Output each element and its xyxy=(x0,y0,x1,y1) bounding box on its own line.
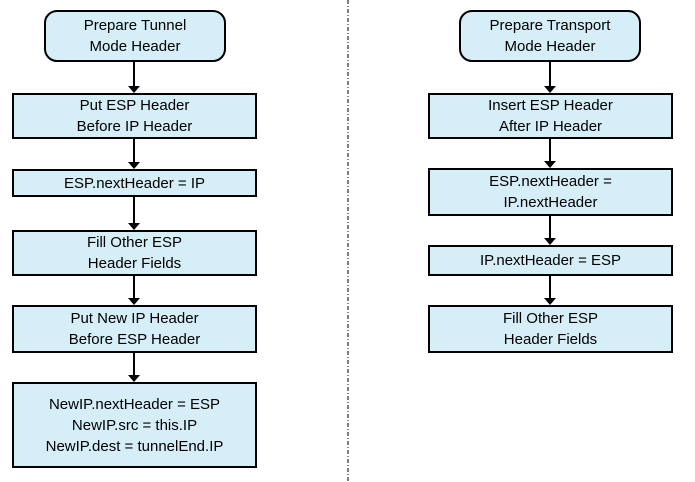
node-text-line: IP.nextHeader xyxy=(503,194,598,211)
node-text-line: Mode Header xyxy=(89,38,181,55)
node-text-line: ESP.nextHeader = IP xyxy=(63,174,206,192)
node-text-line: After IP Header xyxy=(498,118,603,135)
node-text-line: Prepare Transport xyxy=(489,17,611,34)
down-arrow-icon xyxy=(128,139,141,169)
node-text-line: Header Fields xyxy=(87,255,182,272)
transport-step-fill-other-esp: Fill Other ESP Header Fields xyxy=(428,305,673,353)
down-arrow-icon xyxy=(128,276,141,305)
down-arrow-icon xyxy=(544,139,557,168)
node-text-line: NewIP.src = this.IP xyxy=(71,416,198,434)
tunnel-step-newip-assignments: NewIP.nextHeader = ESP NewIP.src = this.… xyxy=(12,382,257,468)
node-text-line: Fill Other ESP xyxy=(86,234,183,251)
down-arrow-icon xyxy=(128,62,141,93)
tunnel-step-fill-other-esp: Fill Other ESP Header Fields xyxy=(12,230,257,276)
node-text-line: Before IP Header xyxy=(76,118,193,135)
transport-terminal-node: Prepare Transport Mode Header xyxy=(459,10,641,62)
down-arrow-icon xyxy=(544,276,557,305)
node-text-line: ESP.nextHeader = xyxy=(489,173,612,190)
tunnel-step-esp-nextheader: ESP.nextHeader = IP xyxy=(12,169,257,197)
tunnel-step-put-new-ip-header: Put New IP Header Before ESP Header xyxy=(12,305,257,353)
transport-step-insert-esp-header: Insert ESP Header After IP Header xyxy=(428,93,673,139)
node-text-line: Fill Other ESP xyxy=(502,310,599,327)
node-text-line: Put New IP Header xyxy=(70,310,199,327)
tunnel-terminal-node: Prepare Tunnel Mode Header xyxy=(44,10,226,62)
node-text-line: NewIP.dest = tunnelEnd.IP xyxy=(45,437,224,455)
down-arrow-icon xyxy=(544,216,557,245)
node-text-line: Mode Header xyxy=(504,38,596,55)
node-text-line: Insert ESP Header xyxy=(488,97,613,114)
transport-step-ip-nextheader: IP.nextHeader = ESP xyxy=(428,245,673,276)
node-text-line: Prepare Tunnel xyxy=(83,17,187,34)
node-text-line: Header Fields xyxy=(503,331,598,348)
down-arrow-icon xyxy=(128,353,141,382)
node-text-line: Put ESP Header xyxy=(79,97,190,114)
node-text-line: IP.nextHeader = ESP xyxy=(479,252,622,269)
tunnel-step-put-esp-header: Put ESP Header Before IP Header xyxy=(12,93,257,139)
transport-step-esp-nextheader: ESP.nextHeader = IP.nextHeader xyxy=(428,168,673,216)
down-arrow-icon xyxy=(128,197,141,230)
down-arrow-icon xyxy=(544,62,557,93)
node-text-line: Before ESP Header xyxy=(68,331,201,348)
dashed-divider xyxy=(347,0,349,482)
node-text-line: NewIP.nextHeader = ESP xyxy=(48,395,221,413)
